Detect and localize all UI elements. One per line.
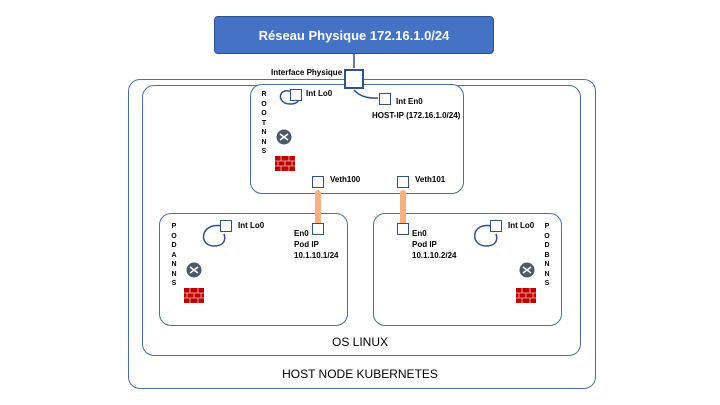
pod-b-en0-label: En0 xyxy=(412,229,427,238)
pod-a-lo0-loop xyxy=(202,224,226,247)
firewall-icon xyxy=(184,288,204,303)
host-node-label: HOST NODE KUBERNETES xyxy=(282,367,438,381)
en0-link-line xyxy=(353,89,379,99)
os-linux-label: OS LINUX xyxy=(331,335,388,349)
root-en0-port[interactable] xyxy=(379,93,391,105)
physical-network-title: Réseau Physique 172.16.1.0/24 xyxy=(258,27,450,43)
router-icon xyxy=(186,262,202,278)
veth101-link xyxy=(400,190,406,232)
pod-b-pod-ip: 10.1.10.2/24 xyxy=(412,251,457,260)
veth101-port[interactable] xyxy=(397,176,409,188)
firewall-icon xyxy=(516,288,536,303)
veth101-label: Veth101 xyxy=(415,175,446,184)
pod-a-pod-ip-label: Pod IP xyxy=(294,240,319,249)
veth100-port[interactable] xyxy=(312,176,324,188)
physical-network-bar: Réseau Physique 172.16.1.0/24 xyxy=(214,16,494,54)
veth100-label: Veth100 xyxy=(330,175,361,184)
physical-interface-port[interactable] xyxy=(344,69,364,89)
host-ip-label: HOST-IP (172.16.1.0/24) xyxy=(372,111,461,120)
root-nns-side-label: ROOT NNS xyxy=(261,91,267,155)
pod-b-lo0-port[interactable] xyxy=(490,220,502,232)
pod-b-lo0-label: Int Lo0 xyxy=(508,221,535,230)
firewall-icon xyxy=(275,156,295,171)
pod-a-pod-ip: 10.1.10.1/24 xyxy=(294,251,339,260)
pod-b-pod-ip-label: Pod IP xyxy=(412,240,437,249)
root-en0-label: Int En0 xyxy=(396,97,423,106)
physical-interface-label: Interface Physique xyxy=(271,68,343,77)
veth100-link xyxy=(315,190,321,232)
pod-a-lo0-label: Int Lo0 xyxy=(238,221,265,230)
pod-a-en0-port[interactable] xyxy=(312,223,324,235)
router-icon xyxy=(519,262,535,278)
router-icon xyxy=(276,129,292,145)
pod-a-lo0-port[interactable] xyxy=(220,220,232,232)
root-lo0-label: Int Lo0 xyxy=(306,89,333,98)
pod-b-side-label: PODB NNS xyxy=(544,223,550,287)
pod-b-lo0-loop xyxy=(474,224,498,247)
root-lo0-port[interactable] xyxy=(290,89,302,101)
pod-a-side-label: PODA NNS xyxy=(171,223,177,287)
pod-b-en0-port[interactable] xyxy=(397,223,409,235)
pod-a-en0-label: En0 xyxy=(294,229,309,238)
